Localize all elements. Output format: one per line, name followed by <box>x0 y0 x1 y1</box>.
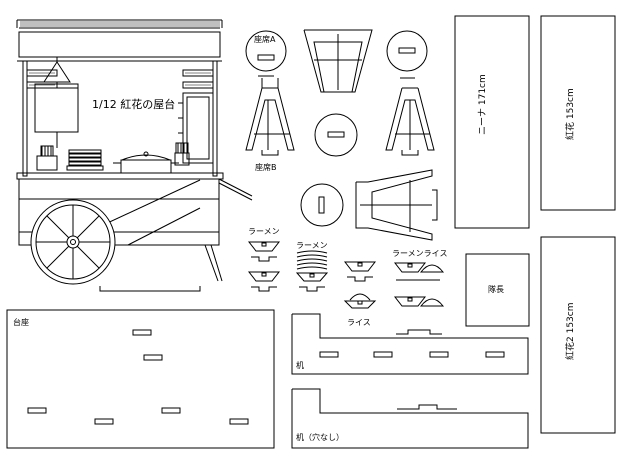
seat-a-parts: 座席A <box>245 30 295 156</box>
desk: 机 <box>291 313 529 375</box>
cart-body <box>18 178 220 246</box>
desk-label: 机 <box>296 360 304 370</box>
ramen-bowl-2: ラーメン <box>295 241 329 292</box>
seat-b-stool <box>303 29 373 93</box>
desk-slots <box>319 351 505 358</box>
desk-outline <box>291 313 529 375</box>
rice-label: ライス <box>347 318 371 327</box>
seat-b-parts: 座席B <box>255 29 373 172</box>
food-cart: 1/12 紅花の屋台 <box>16 19 253 292</box>
chopstick-holder-left <box>36 145 58 171</box>
bowl-stack <box>66 149 104 171</box>
seat-c-top <box>386 30 428 72</box>
seat-a-stool <box>245 75 295 156</box>
seat-c-stool <box>385 77 435 156</box>
desk-no-hole-outline <box>291 388 529 449</box>
soup-pot <box>113 151 179 174</box>
cart-wheel <box>30 199 116 285</box>
figure-benihana2: 紅花2 153cm <box>540 236 616 434</box>
seat-d-parts <box>300 169 438 241</box>
ramen-rice-label: ラーメンライス <box>392 249 447 258</box>
desk-no-hole: 机（穴なし） <box>291 388 529 449</box>
ramen-2-label: ラーメン <box>296 241 328 250</box>
base-plate: 台座 <box>6 309 275 449</box>
lantern-top <box>43 61 71 83</box>
base-slots <box>27 329 249 425</box>
plaque-right <box>182 69 214 77</box>
seat-c-parts <box>385 30 435 156</box>
desk-no-hole-label: 机（穴なし） <box>296 432 344 442</box>
seat-d-stool <box>355 169 438 241</box>
benihana2-panel <box>540 236 616 434</box>
seat-a-label: 座席A <box>254 34 276 44</box>
seat-a-top <box>245 30 287 72</box>
lantern-body <box>34 83 79 133</box>
figure-benihana: 紅花 153cm <box>540 15 616 211</box>
chopstick-holder-right <box>174 142 190 166</box>
ramen-1-label: ラーメン <box>248 227 280 236</box>
figure-nina: ニーナ 171cm <box>454 15 530 229</box>
nina-label: ニーナ 171cm <box>477 74 488 135</box>
benihana-label: 紅花 153cm <box>564 88 576 140</box>
ramen-rice-set: ラーメンライス ライス <box>343 249 447 335</box>
cart-roof <box>18 31 221 58</box>
seat-b-top <box>314 113 358 157</box>
cart-title: 1/12 紅花の屋台 <box>92 97 175 111</box>
seat-b-label: 座席B <box>255 162 277 172</box>
base-outline <box>6 309 275 449</box>
cart-counter <box>16 172 224 180</box>
base-label: 台座 <box>13 317 29 327</box>
ramen-bowl-1: ラーメン <box>247 227 281 292</box>
benihana-panel <box>540 15 616 211</box>
nina-panel <box>454 15 530 229</box>
plaque-left <box>26 69 58 77</box>
captain-panel <box>465 253 530 327</box>
benihana2-label: 紅花2 153cm <box>564 303 576 360</box>
captain-label: 隊長 <box>488 284 504 294</box>
figure-captain: 隊長 <box>465 253 530 327</box>
seat-d-top <box>300 183 344 227</box>
roof-fringe <box>20 21 220 27</box>
